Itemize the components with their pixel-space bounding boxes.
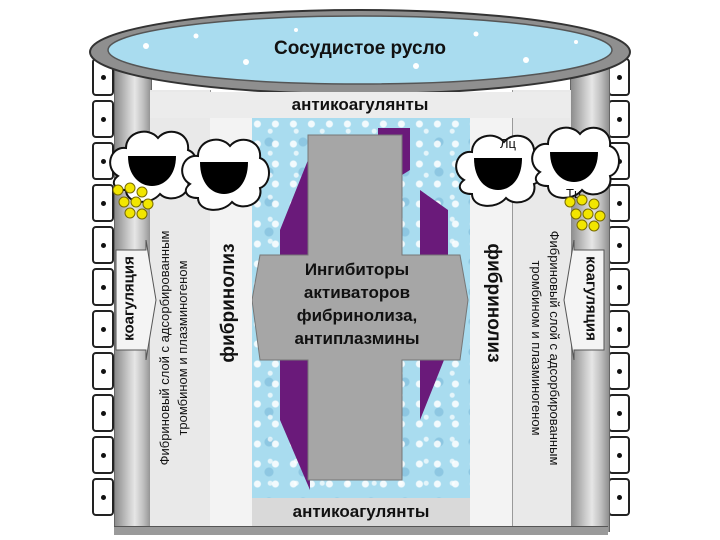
anticoagulants-bottom-label: антикоагулянты (252, 498, 470, 526)
vessel-bottom-rim (114, 526, 608, 535)
inhibitors-line-2: активаторов (262, 281, 452, 304)
vessel-label: Сосудистое русло (200, 38, 520, 60)
fibrin-layer-right-label: Фибриновый слой с адсорбированным тромби… (527, 203, 563, 493)
leukocyte-cell-left-2 (176, 132, 272, 216)
anticoagulants-top-label: антикоагулянты (150, 92, 570, 118)
fibrinolysis-right-label: фибринолиз (482, 238, 504, 368)
coagulation-left-label: коагуляция (121, 249, 138, 349)
platelet-cluster-left (110, 180, 160, 222)
fibrinolysis-left-label: фибринолиз (218, 238, 240, 368)
fibrin-layer-left-line-1: Фибриновый слой с адсорбированным (156, 208, 174, 488)
coagulation-right-label: коагуляция (583, 249, 600, 349)
platelet-cluster-right (562, 192, 612, 234)
fibrin-layer-right-line-2: тромбином и плазминогеном (527, 203, 545, 493)
inhibitors-line-1: Ингибиторы (262, 258, 452, 281)
leukocyte-label: Лц (500, 136, 516, 151)
inhibitors-line-4: антиплазмины (262, 327, 452, 350)
inhibitors-line-3: фибринолиза, (262, 304, 452, 327)
fibrin-layer-left-label: Фибриновый слой с адсорбированным тромби… (156, 208, 192, 488)
fibrin-layer-left-line-2: тромбином и плазминогеном (174, 208, 192, 488)
fibrin-layer-right-line-1: Фибриновый слой с адсорбированным (545, 203, 563, 493)
inhibitors-label: Ингибиторы активаторов фибринолиза, анти… (262, 258, 452, 350)
